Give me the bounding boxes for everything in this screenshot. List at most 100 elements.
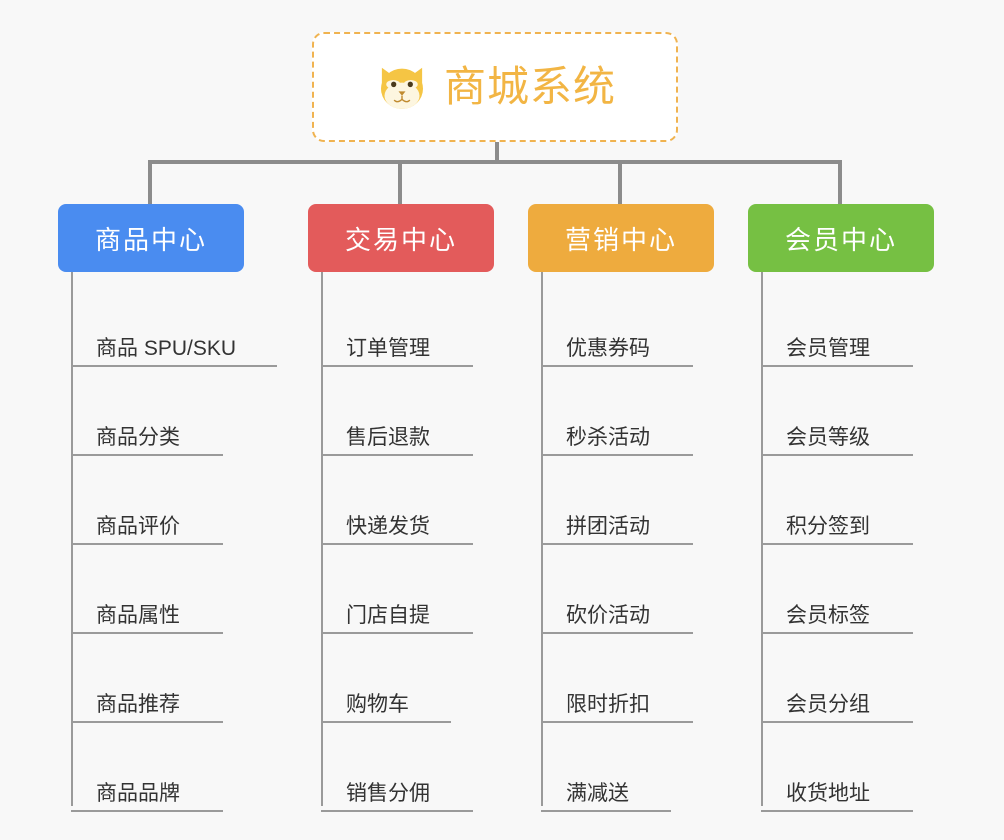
child-item[interactable]: 商品属性 — [58, 545, 244, 634]
child-item[interactable]: 商品品牌 — [58, 723, 244, 812]
child-underline — [541, 721, 693, 723]
child-underline — [321, 632, 473, 634]
connector-drop-4 — [838, 160, 842, 206]
child-label: 商品分类 — [96, 425, 180, 449]
child-item[interactable]: 订单管理 — [308, 278, 494, 367]
child-underline — [321, 454, 473, 456]
branch-header-product[interactable]: 商品中心 — [58, 204, 244, 272]
child-underline — [761, 543, 913, 545]
child-item[interactable]: 积分签到 — [748, 456, 934, 545]
child-label: 商品品牌 — [96, 781, 180, 805]
branch-header-label: 营销中心 — [564, 224, 677, 255]
child-item[interactable]: 会员管理 — [748, 278, 934, 367]
branch-column-product: 商品中心 商品 SPU/SKU 商品分类 商品评价 商品属性 商品推荐 — [58, 204, 277, 812]
branch-spine — [71, 272, 73, 806]
branch-children-product: 商品 SPU/SKU 商品分类 商品评价 商品属性 商品推荐 商品品牌 — [58, 272, 277, 812]
connector-drop-3 — [618, 160, 622, 206]
child-label: 购物车 — [346, 692, 409, 716]
child-underline — [761, 810, 913, 812]
child-label: 限时折扣 — [566, 692, 650, 716]
branch-spine — [321, 272, 323, 806]
child-label: 商品评价 — [96, 514, 180, 538]
child-label: 商品推荐 — [96, 692, 180, 716]
child-item[interactable]: 商品 SPU/SKU — [58, 278, 277, 367]
dog-face-icon — [380, 67, 423, 111]
child-underline — [761, 632, 913, 634]
child-item[interactable]: 会员标签 — [748, 545, 934, 634]
child-underline — [321, 543, 473, 545]
child-label: 满减送 — [566, 781, 629, 805]
child-item[interactable]: 会员分组 — [748, 634, 934, 723]
child-label: 订单管理 — [346, 336, 430, 360]
child-item[interactable]: 快递发货 — [308, 456, 494, 545]
child-item[interactable]: 限时折扣 — [528, 634, 714, 723]
branch-children-marketing: 优惠券码 秒杀活动 拼团活动 砍价活动 限时折扣 满减送 — [528, 272, 714, 812]
child-label: 优惠券码 — [566, 336, 650, 360]
child-item[interactable]: 收货地址 — [748, 723, 934, 812]
child-underline — [541, 543, 693, 545]
branch-header-trade[interactable]: 交易中心 — [308, 204, 494, 272]
child-item[interactable]: 商品分类 — [58, 367, 244, 456]
child-label: 会员管理 — [786, 336, 870, 360]
child-underline — [541, 810, 671, 812]
child-underline — [541, 365, 693, 367]
connector-drop-2 — [398, 160, 402, 206]
child-underline — [321, 810, 473, 812]
child-item[interactable]: 会员等级 — [748, 367, 934, 456]
child-item[interactable]: 优惠券码 — [528, 278, 714, 367]
child-underline — [541, 454, 693, 456]
connector-root-stem — [495, 142, 499, 162]
child-underline — [71, 365, 277, 367]
child-underline — [71, 721, 223, 723]
branch-spine — [761, 272, 763, 806]
child-underline — [71, 454, 223, 456]
branch-column-trade: 交易中心 订单管理 售后退款 快递发货 门店自提 购物车 — [308, 204, 494, 812]
child-item[interactable]: 销售分佣 — [308, 723, 494, 812]
child-underline — [71, 810, 223, 812]
child-label: 快递发货 — [346, 514, 430, 538]
child-label: 会员标签 — [786, 603, 870, 627]
child-underline — [321, 365, 473, 367]
branch-column-marketing: 营销中心 优惠券码 秒杀活动 拼团活动 砍价活动 限时折扣 — [528, 204, 714, 812]
child-label: 收货地址 — [786, 781, 870, 805]
branch-header-label: 会员中心 — [784, 224, 897, 255]
child-label: 砍价活动 — [566, 603, 650, 627]
branch-spine — [541, 272, 543, 806]
root-node[interactable]: 商城系统 — [312, 32, 678, 142]
connector-drop-1 — [148, 160, 152, 206]
child-label: 售后退款 — [346, 425, 430, 449]
child-label: 秒杀活动 — [566, 425, 650, 449]
child-underline — [761, 454, 913, 456]
child-underline — [541, 632, 693, 634]
root-title: 商城系统 — [443, 63, 616, 110]
child-underline — [71, 543, 223, 545]
child-item[interactable]: 拼团活动 — [528, 456, 714, 545]
branch-column-member: 会员中心 会员管理 会员等级 积分签到 会员标签 会员分组 — [748, 204, 934, 812]
child-underline — [321, 721, 451, 723]
child-label: 拼团活动 — [566, 514, 650, 538]
child-label: 会员分组 — [786, 692, 870, 716]
child-item[interactable]: 购物车 — [308, 634, 494, 723]
branch-header-label: 交易中心 — [344, 224, 457, 255]
child-label: 门店自提 — [346, 603, 430, 627]
child-underline — [71, 632, 223, 634]
branch-header-member[interactable]: 会员中心 — [748, 204, 934, 272]
child-underline — [761, 721, 913, 723]
connector-horizontal-bus — [150, 160, 840, 164]
child-item[interactable]: 商品推荐 — [58, 634, 244, 723]
child-label: 商品属性 — [96, 603, 180, 627]
child-item[interactable]: 满减送 — [528, 723, 714, 812]
child-item[interactable]: 砍价活动 — [528, 545, 714, 634]
child-underline — [761, 365, 913, 367]
branch-children-member: 会员管理 会员等级 积分签到 会员标签 会员分组 收货地址 — [748, 272, 934, 812]
child-item[interactable]: 商品评价 — [58, 456, 244, 545]
branch-header-label: 商品中心 — [94, 224, 207, 255]
child-item[interactable]: 秒杀活动 — [528, 367, 714, 456]
child-item[interactable]: 售后退款 — [308, 367, 494, 456]
branch-children-trade: 订单管理 售后退款 快递发货 门店自提 购物车 销售分佣 — [308, 272, 494, 812]
child-label: 销售分佣 — [346, 781, 430, 805]
child-label: 会员等级 — [786, 425, 870, 449]
child-item[interactable]: 门店自提 — [308, 545, 494, 634]
branch-header-marketing[interactable]: 营销中心 — [528, 204, 714, 272]
